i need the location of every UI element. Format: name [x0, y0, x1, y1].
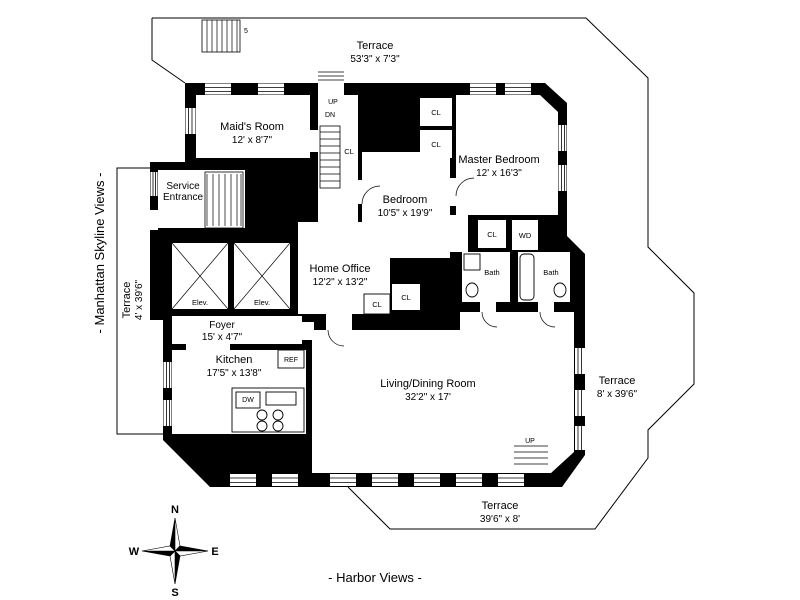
master-bedroom-dims: 12' x 16'3" — [476, 168, 522, 179]
master-bedroom-name: Master Bedroom — [458, 154, 539, 166]
living-room-floor — [312, 330, 574, 473]
dn-stairhall: DN — [325, 112, 335, 119]
shower — [463, 253, 481, 271]
bedroom-name: Bedroom — [383, 194, 428, 206]
home-office-name: Home Office — [310, 263, 371, 275]
kitchen-fixtures — [231, 349, 305, 433]
door-openings — [150, 83, 554, 352]
interior-stairs — [319, 125, 341, 189]
bath2-label: Bath — [543, 268, 558, 277]
bath1-sink — [465, 282, 479, 298]
cl-stairhall: CL — [344, 147, 354, 156]
closet-bath-floor — [478, 220, 506, 248]
maids-room-dims: 12' x 8'7" — [232, 135, 273, 146]
exterior-stair-treads — [206, 20, 238, 52]
terrace-outlines — [116, 17, 695, 530]
terrace-top-name: Terrace — [357, 40, 394, 52]
bath-hall-floor — [460, 312, 574, 330]
room-labels: Terrace 53'3" x 7'3" Maid's Room 12' x 8… — [121, 40, 638, 525]
home-office-dims: 12'2" x 13'2" — [313, 277, 368, 288]
small-tags: CL CL CL CL CL CL WD REF DW UP DN UP — [242, 99, 535, 445]
service-entrance-line1: Service — [166, 181, 200, 192]
stove-burners — [256, 409, 284, 432]
cl-office-bottom: CL — [372, 300, 382, 309]
foyer-name: Foyer — [209, 320, 235, 331]
stair-hall-floor — [318, 95, 358, 226]
terrace-bottom-name: Terrace — [482, 500, 519, 512]
bath2-sink — [553, 282, 567, 298]
maids-room-floor — [196, 95, 310, 158]
door-arcs — [327, 177, 556, 347]
bathtub — [519, 253, 535, 301]
terrace-right-dims: 8' x 39'6" — [597, 389, 638, 400]
compass-east: E — [211, 546, 218, 558]
foyer-floor — [172, 316, 302, 344]
wd-closet-floor — [512, 220, 538, 250]
master-bedroom-floor — [456, 95, 558, 215]
room-floors — [150, 83, 574, 473]
interior-stair-treads — [320, 131, 340, 182]
elevator2-x — [233, 242, 291, 310]
terrace-left-dims: 4' x 39'6" — [134, 279, 145, 320]
foyer-dims: 15' x 4'7" — [202, 332, 243, 343]
service-entrance-floor — [158, 170, 245, 228]
living-dining-name: Living/Dining Room — [380, 378, 475, 390]
elevator1-label: Elev. — [192, 298, 208, 307]
dishwasher — [235, 391, 261, 409]
elevator1-x — [171, 242, 229, 310]
cl-top2: CL — [431, 140, 441, 149]
terrace-door-steps — [318, 71, 344, 81]
kitchen-name: Kitchen — [216, 354, 253, 366]
maids-room-name: Maid's Room — [220, 121, 284, 133]
bath-fixtures — [463, 253, 567, 301]
left-view-caption: - Manhattan Skyline Views - — [92, 173, 107, 334]
dw-label: DW — [242, 397, 254, 404]
cl-top1: CL — [431, 108, 441, 117]
cl-bath: CL — [487, 230, 497, 239]
exterior-stair-count: 5 — [244, 28, 248, 35]
bottom-view-caption: - Harbor Views - — [328, 570, 422, 585]
wd-label: WD — [519, 231, 532, 240]
windows — [150, 83, 585, 486]
elevator2-label: Elev. — [254, 298, 270, 307]
bath1-label: Bath — [484, 268, 499, 277]
outer-terrace-outline — [152, 17, 695, 530]
living-terrace-steps — [514, 445, 548, 465]
left-terrace-outline — [116, 167, 166, 435]
closet3-floor — [392, 284, 420, 310]
compass-south: S — [171, 587, 178, 599]
compass-west: W — [129, 546, 140, 558]
kitchen-sink — [265, 391, 297, 406]
service-stair-treads — [206, 174, 242, 226]
closet1-floor — [420, 98, 452, 126]
compass-rose: N S W E — [129, 504, 219, 599]
living-dining-dims: 32'2" x 17' — [405, 392, 451, 403]
up-stairhall: UP — [328, 99, 338, 106]
terrace-bottom-dims: 39'6" x 8' — [480, 514, 520, 525]
master-hall-floor — [450, 215, 468, 252]
terrace-top-dims: 53'3" x 7'3" — [350, 54, 400, 65]
top-terrace-left-edge — [151, 18, 186, 84]
exterior-stair: 5 — [201, 19, 344, 81]
up-living: UP — [525, 438, 535, 445]
closet2-floor — [420, 130, 452, 158]
ref-label: REF — [284, 357, 298, 364]
service-entrance-line2: Entrance — [163, 192, 203, 203]
terrace-left-name: Terrace — [121, 282, 133, 319]
service-stair — [204, 171, 244, 229]
cl-office-right: CL — [401, 293, 411, 302]
compass-north: N — [171, 504, 179, 516]
kitchen-dims: 17'5" x 13'8" — [207, 368, 262, 379]
refrigerator — [277, 349, 305, 369]
terrace-right-name: Terrace — [599, 375, 636, 387]
bedroom-dims: 10'5" x 19'9" — [378, 208, 433, 219]
elevators — [171, 242, 291, 310]
closet4-box — [363, 293, 391, 315]
